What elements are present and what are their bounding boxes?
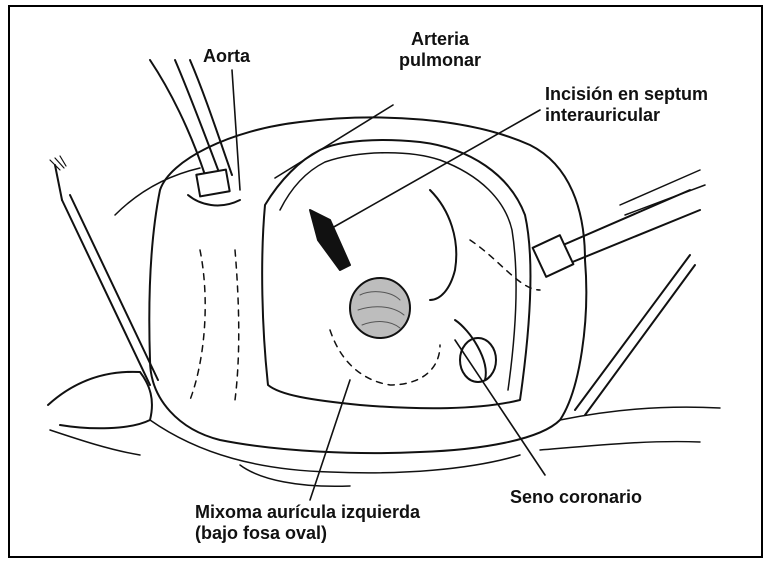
- label-arteria-line2: pulmonar: [385, 50, 495, 71]
- septum-incision: [310, 210, 350, 270]
- label-mixoma: Mixoma aurícula izquierda (bajo fosa ova…: [195, 502, 420, 544]
- label-incision-line1: Incisión en septum: [545, 84, 708, 105]
- right-retractor: [575, 255, 695, 415]
- label-mixoma-line1: Mixoma aurícula izquierda: [195, 502, 420, 523]
- atrium-opening: [262, 140, 530, 408]
- left-retractor: [50, 156, 158, 385]
- myxoma: [350, 278, 410, 338]
- label-aorta: Aorta: [203, 46, 250, 67]
- left-tissue: [48, 372, 152, 428]
- label-mixoma-line2: (bajo fosa oval): [195, 523, 420, 544]
- right-cannula: [533, 170, 705, 277]
- label-arteria-line1: Arteria: [385, 29, 495, 50]
- label-arteria-pulmonar: Arteria pulmonar: [385, 29, 495, 71]
- label-incision-line2: interauricular: [545, 105, 708, 126]
- label-seno-coronario: Seno coronario: [510, 487, 642, 508]
- bottom-tissue: [150, 420, 520, 473]
- label-incision-septum: Incisión en septum interauricular: [545, 84, 708, 126]
